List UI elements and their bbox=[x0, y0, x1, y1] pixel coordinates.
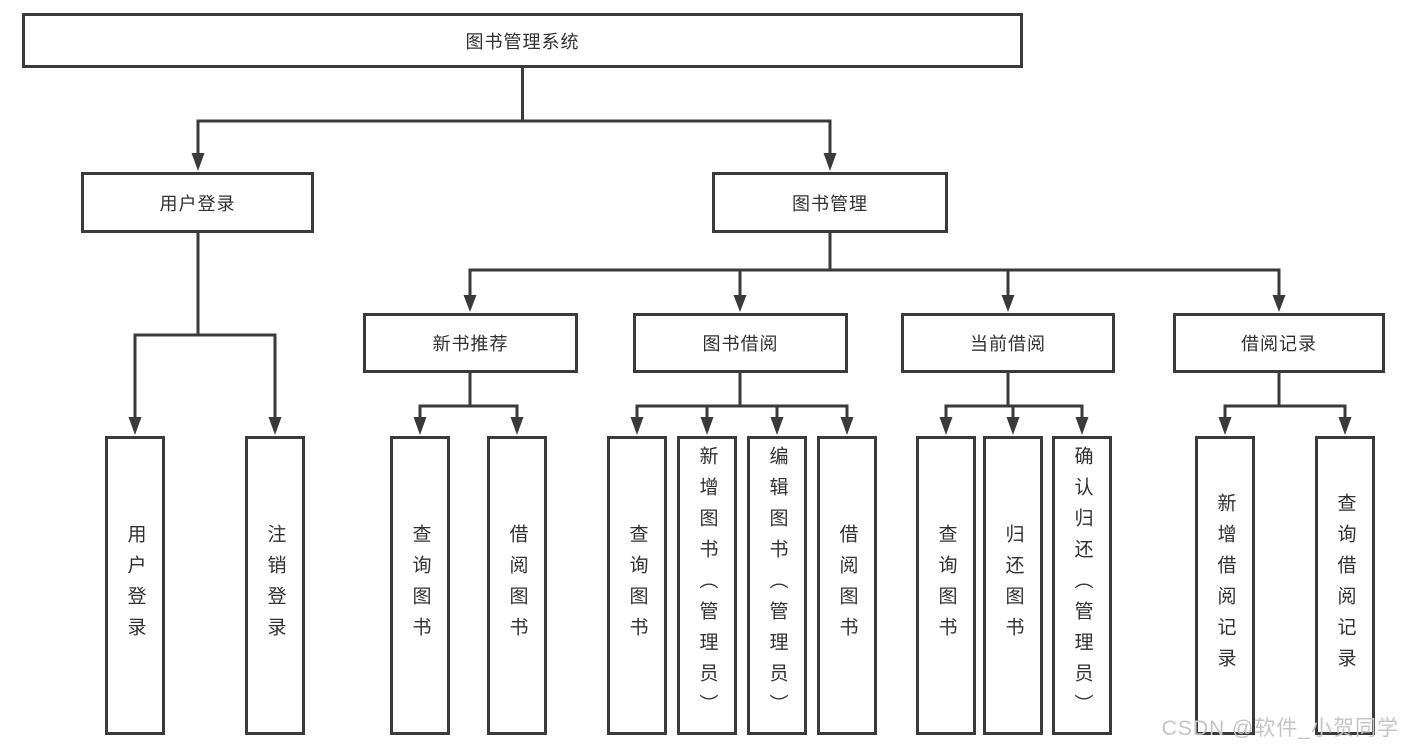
leaf-return-books: 归还图书 bbox=[983, 436, 1043, 735]
node-label: 借阅记录 bbox=[1241, 334, 1317, 354]
node-book-borrowing: 图书借阅 bbox=[633, 313, 848, 373]
node-label: 图书管理系统 bbox=[465, 31, 580, 52]
node-label: 图书管理 bbox=[792, 193, 868, 214]
node-label: 图书借阅 bbox=[702, 334, 779, 354]
leaf-user-login: 用户登录 bbox=[105, 436, 165, 735]
leaf-query-borrow-record: 查询借阅记录 bbox=[1315, 436, 1375, 735]
node-label: 用户登录 bbox=[159, 193, 236, 214]
node-label: 查询图书 bbox=[409, 523, 431, 648]
node-label: 编辑图书（管理员） bbox=[766, 446, 788, 725]
leaf-query-books-current: 查询图书 bbox=[916, 436, 976, 735]
node-label: 查询借阅记录 bbox=[1334, 492, 1356, 679]
node-new-book-recommendation: 新书推荐 bbox=[363, 313, 578, 373]
leaf-add-borrow-record: 新增借阅记录 bbox=[1195, 436, 1255, 735]
csdn-watermark: CSDN @软件_小贺同学 bbox=[1161, 717, 1399, 740]
node-book-management: 图书管理 bbox=[712, 172, 948, 233]
node-label: 用户登录 bbox=[124, 523, 146, 648]
node-label: 新增图书（管理员） bbox=[696, 446, 718, 725]
node-label: 归还图书 bbox=[1002, 523, 1024, 648]
node-label: 查询图书 bbox=[626, 523, 648, 648]
node-label: 借阅图书 bbox=[506, 523, 528, 648]
node-label: 新增借阅记录 bbox=[1214, 492, 1236, 679]
leaf-borrow-books: 借阅图书 bbox=[817, 436, 877, 735]
node-current-borrowing: 当前借阅 bbox=[901, 313, 1115, 373]
node-label: 注销登录 bbox=[264, 523, 286, 648]
node-label: 当前借阅 bbox=[970, 334, 1046, 354]
leaf-query-books-borrowing: 查询图书 bbox=[607, 436, 667, 735]
leaf-borrow-books-recommend: 借阅图书 bbox=[487, 436, 547, 735]
leaf-logout: 注销登录 bbox=[245, 436, 305, 735]
node-user-login-branch: 用户登录 bbox=[81, 172, 314, 233]
node-label: 新书推荐 bbox=[432, 334, 509, 354]
node-borrowing-records: 借阅记录 bbox=[1173, 313, 1385, 373]
leaf-edit-books-admin: 编辑图书（管理员） bbox=[747, 436, 807, 735]
node-library-management-system: 图书管理系统 bbox=[22, 13, 1023, 68]
leaf-add-books-admin: 新增图书（管理员） bbox=[677, 436, 737, 735]
leaf-confirm-return-admin: 确认归还（管理员） bbox=[1052, 436, 1112, 735]
node-label: 查询图书 bbox=[935, 523, 957, 648]
leaf-query-books-recommend: 查询图书 bbox=[390, 436, 450, 735]
node-label: 借阅图书 bbox=[836, 523, 858, 648]
node-label: 确认归还（管理员） bbox=[1071, 446, 1093, 725]
